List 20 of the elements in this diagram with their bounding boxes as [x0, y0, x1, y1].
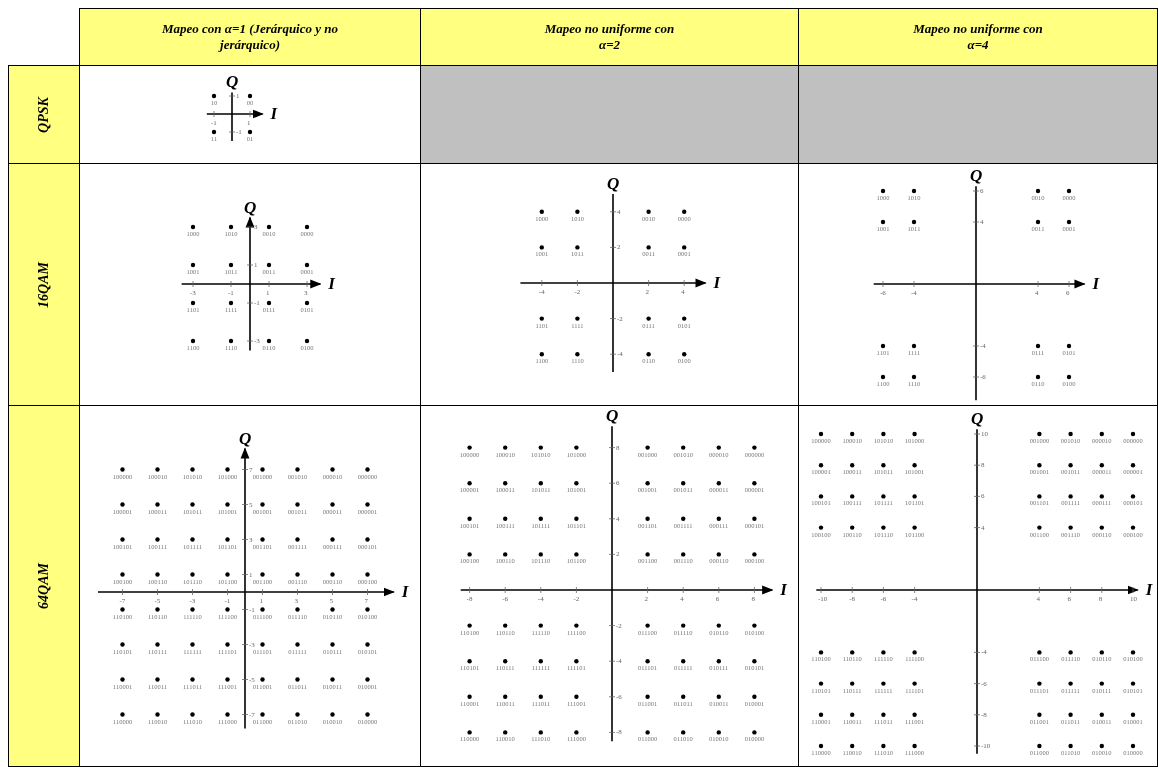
row-header: 64QAM	[8, 405, 80, 767]
axis-label: Q	[239, 429, 252, 448]
axis-label: I	[1092, 275, 1100, 293]
axis-label: I	[401, 583, 409, 601]
row-header: QPSK	[8, 65, 80, 164]
axis-label: Q	[606, 407, 619, 426]
axis-label: I	[713, 274, 721, 292]
axis-label: I	[270, 105, 278, 123]
axis-label: Q	[244, 198, 257, 217]
column-header: Mapeo no uniforme con α=4	[798, 8, 1158, 66]
column-header: Mapeo con α=1 (Jerárquico y no jerárquico)	[79, 8, 421, 66]
axis-label: Q	[607, 175, 620, 193]
axis-label: I	[780, 581, 787, 599]
axis-label: I	[1145, 581, 1153, 599]
row-header: 16QAM	[8, 163, 80, 406]
axis-label: Q	[970, 167, 983, 186]
axis-label: Q	[971, 410, 984, 429]
axis-label: I	[328, 275, 335, 293]
axis-label: Q	[226, 73, 239, 92]
column-header: Mapeo no uniforme con α=2	[420, 8, 799, 66]
